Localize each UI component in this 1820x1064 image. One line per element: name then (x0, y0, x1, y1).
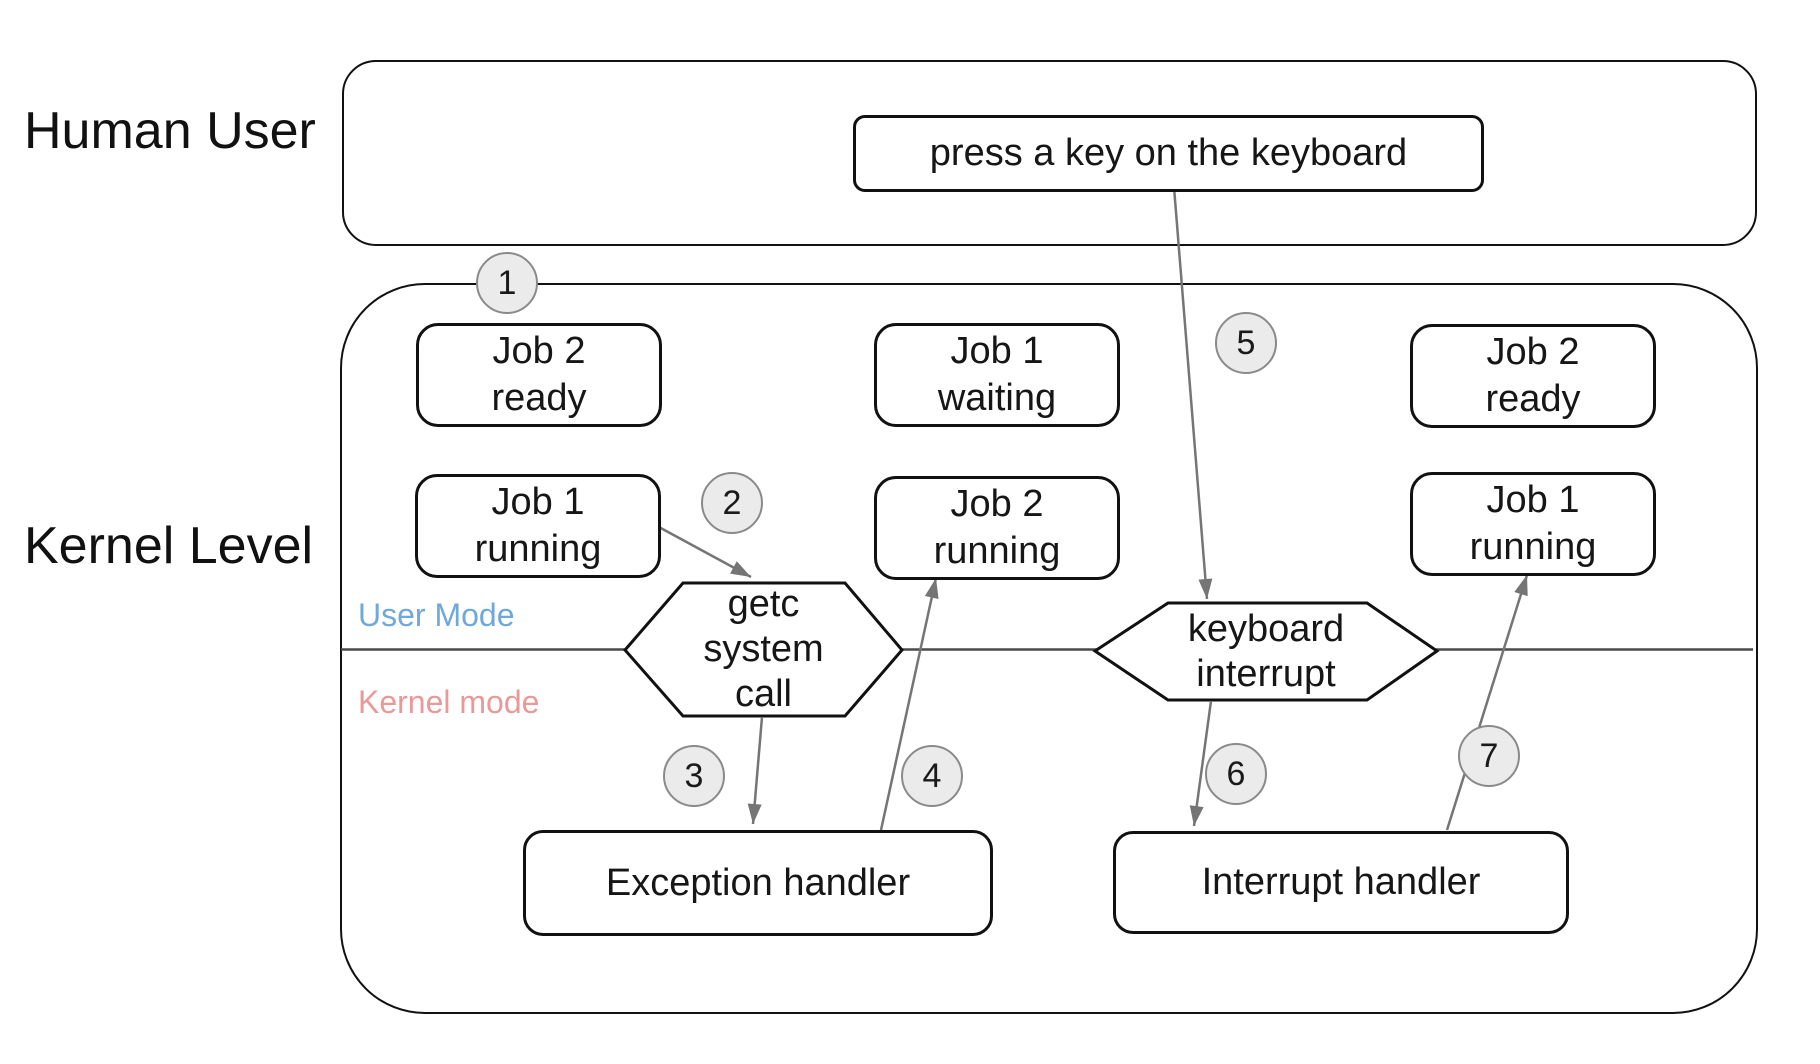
arrow-step7-interrupt-handler-to-job1running (1445, 574, 1529, 831)
step-number: 1 (497, 263, 517, 302)
human-user-label: Human User (24, 102, 316, 160)
press-key-box: press a key on the keyboard (853, 115, 1484, 192)
exception-handler-label: Exception handler (605, 861, 911, 904)
interrupt-handler-box: Interrupt handler (1113, 831, 1569, 934)
job-line: Job 2 (1486, 331, 1580, 373)
arrow-step4-exception-handler-to-job2running (879, 577, 939, 831)
arrow-step3-getc-to-exception-handler (747, 716, 764, 825)
step-number: 3 (684, 756, 704, 795)
job-line: Job 1 (491, 481, 585, 523)
kernel-mode-label: Kernel mode (358, 684, 540, 720)
job-box-right-top: Job 2 ready (1410, 324, 1656, 428)
job-box-middle-top: Job 1 waiting (874, 323, 1120, 427)
job-line: Job 1 (950, 330, 1044, 372)
exception-handler-box: Exception handler (523, 830, 993, 936)
step-circle-5: 5 (1215, 312, 1277, 374)
step-number: 2 (722, 483, 742, 522)
keyboard-interrupt-hexagon-shape (1092, 601, 1440, 702)
step-number: 5 (1236, 323, 1256, 362)
job-line: ready (1485, 378, 1581, 420)
user-mode-label: User Mode (358, 597, 515, 633)
job-line: Job 1 (1486, 479, 1580, 521)
step-number: 4 (922, 756, 942, 795)
job-line: Job 2 (950, 483, 1044, 525)
arrow-step5-keypress-to-keyboard-interrupt (1172, 186, 1213, 600)
interrupt-handler-label: Interrupt handler (1201, 861, 1481, 903)
kernel-level-label: Kernel Level (24, 517, 314, 575)
job-line: running (1469, 526, 1597, 568)
job-box-right-bottom: Job 1 running (1410, 472, 1656, 576)
press-key-label: press a key on the keyboard (929, 132, 1408, 174)
human-user-lane-box (342, 60, 1757, 246)
step-number: 6 (1226, 754, 1246, 793)
arrow-step6-keyboard-interrupt-to-interrupt-handler (1189, 700, 1213, 827)
step-circle-6: 6 (1205, 743, 1267, 805)
job-line: ready (491, 377, 587, 419)
job-line: Job 2 (492, 330, 586, 372)
job-box-middle-bottom: Job 2 running (874, 476, 1120, 580)
getc-syscall-hexagon-shape (623, 581, 904, 718)
step-circle-3: 3 (663, 745, 725, 807)
job-box-left-top: Job 2 ready (416, 323, 662, 427)
step-circle-1: 1 (476, 252, 538, 314)
step-circle-7: 7 (1458, 725, 1520, 787)
job-line: waiting (937, 377, 1057, 419)
step-circle-4: 4 (901, 745, 963, 807)
step-circle-2: 2 (701, 472, 763, 534)
job-box-left-bottom: Job 1 running (415, 474, 661, 578)
job-line: running (474, 528, 602, 570)
arrow-step2-job1running-to-getc (656, 524, 752, 579)
job-line: running (933, 530, 1061, 572)
step-number: 7 (1479, 736, 1499, 775)
